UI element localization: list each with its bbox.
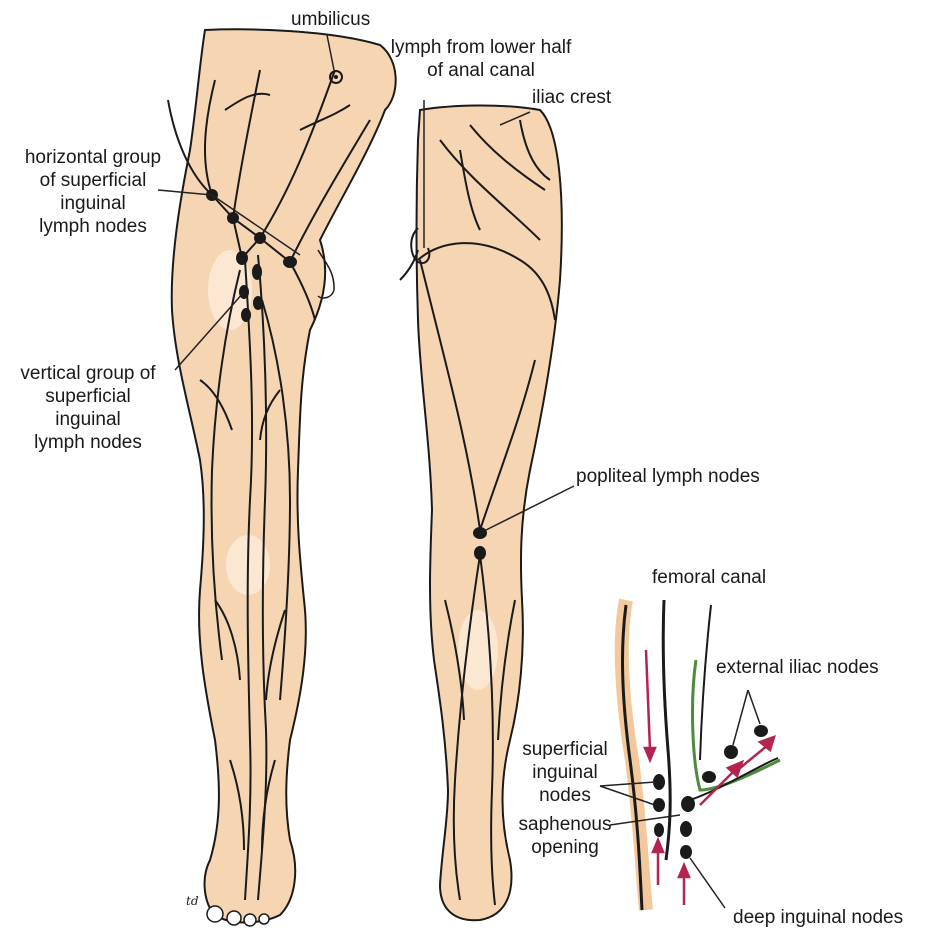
deep-inguinal-node-3 [680, 845, 692, 859]
horizontal-node-3 [254, 232, 266, 244]
toe-3 [244, 914, 256, 926]
label-vertical-line-4: lymph nodes [4, 431, 172, 454]
external-iliac-node-3 [754, 725, 768, 737]
toe-4 [259, 914, 269, 924]
label-superficial-line-2: inguinal [515, 761, 615, 784]
label-vertical-line-1: vertical group of [4, 362, 172, 385]
leader-external-iliac-1 [733, 690, 748, 745]
femoral-canal-inset [622, 600, 780, 910]
inset-canal-pointer [700, 605, 711, 760]
vertical-node-5 [241, 308, 251, 322]
toe-2 [227, 911, 241, 925]
label-popliteal: popliteal lymph nodes [576, 465, 760, 488]
label-deep-inguinal: deep inguinal nodes [733, 906, 903, 929]
leader-deep-inguinal [690, 858, 725, 908]
popliteal-node-2 [474, 546, 486, 560]
arrow-down-head [645, 748, 655, 760]
deep-inguinal-node-1 [681, 796, 695, 812]
perianal-vessel [400, 250, 418, 280]
artist-initials: td [186, 894, 199, 908]
label-saphenous-opening: saphenous opening [515, 813, 615, 859]
popliteal-node-1 [473, 527, 487, 539]
arrow-up-1-head [653, 840, 663, 852]
label-umbilicus: umbilicus [291, 8, 370, 31]
horizontal-node-4 [283, 256, 297, 268]
label-horizontal-line-2: of superficial [4, 169, 182, 192]
inset-vein [663, 600, 670, 860]
label-superficial-line-3: nodes [515, 784, 615, 807]
label-saphenous-line-2: opening [515, 836, 615, 859]
external-iliac-node-2 [724, 745, 738, 759]
superficial-inguinal-node-3 [654, 823, 664, 837]
label-lymph-lower-anal-line-2: of anal canal [370, 59, 592, 82]
anterior-lower-limb [168, 29, 396, 926]
toe-1 [207, 906, 223, 922]
inset-skin-band [622, 600, 646, 910]
arrow-up-2-head [679, 865, 689, 877]
label-horizontal-line-4: lymph nodes [4, 215, 182, 238]
label-lymph-lower-anal-canal: lymph from lower half of anal canal [370, 36, 592, 82]
label-vertical-group: vertical group of superficial inguinal l… [4, 362, 172, 454]
label-iliac-crest: iliac crest [532, 86, 611, 109]
label-vertical-line-3: inguinal [4, 408, 172, 431]
label-horizontal-line-1: horizontal group [4, 146, 182, 169]
label-femoral-canal: femoral canal [652, 566, 766, 589]
label-horizontal-line-3: inguinal [4, 192, 182, 215]
vertical-node-2 [252, 264, 262, 280]
label-external-iliac: external iliac nodes [716, 656, 879, 679]
vertical-node-1 [236, 251, 248, 265]
label-superficial-inguinal: superficial inguinal nodes [515, 738, 615, 807]
deep-inguinal-node-2 [680, 821, 692, 837]
arrow-diag-2-head [760, 737, 774, 750]
label-saphenous-line-1: saphenous [515, 813, 615, 836]
horizontal-node-2 [227, 212, 239, 224]
label-vertical-line-2: superficial [4, 385, 172, 408]
label-lymph-lower-anal-line-1: lymph from lower half [370, 36, 592, 59]
arrow-down-line [646, 650, 650, 750]
umbilicus-center [334, 75, 338, 79]
vertical-node-4 [253, 296, 263, 310]
leader-external-iliac-2 [748, 690, 760, 724]
label-horizontal-group: horizontal group of superficial inguinal… [4, 146, 182, 238]
external-iliac-node-1 [702, 771, 716, 783]
label-superficial-line-1: superficial [515, 738, 615, 761]
